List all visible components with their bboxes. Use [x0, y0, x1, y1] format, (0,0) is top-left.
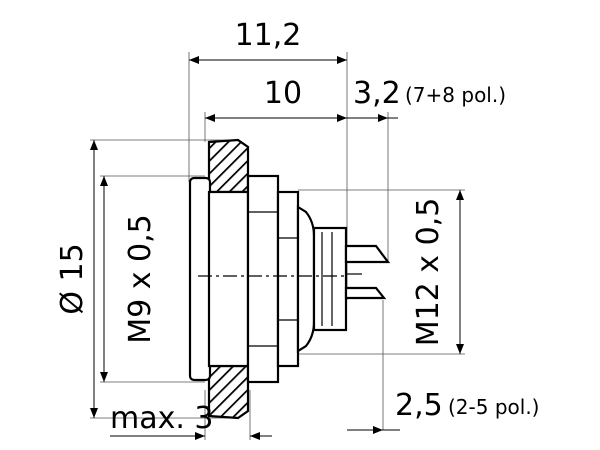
pin-length-a-label: 3,2 [353, 76, 401, 111]
body-length-label: 10 [264, 76, 302, 111]
front-ring [188, 176, 212, 382]
pin-lower [344, 286, 387, 300]
diameter-label: Ø 15 [55, 243, 90, 314]
pin-length-b-label: 2,5 [395, 388, 443, 423]
front-flange-upper [207, 138, 250, 194]
pin-upper [344, 244, 391, 264]
pin-length-a-note: (7+8 pol.) [405, 83, 506, 107]
pin-length-b-note: (2-5 pol.) [448, 395, 539, 419]
insulator [312, 226, 348, 332]
rear-shoulder [296, 205, 316, 353]
extension-lines [90, 52, 465, 440]
overall-length-label: 11,2 [235, 18, 302, 53]
thread-rear-label: M12 x 0,5 [411, 198, 446, 347]
connector-body [188, 138, 391, 420]
rear-housing [276, 190, 300, 368]
hex-nut [246, 174, 280, 384]
panel-thickness-label: max. 3 [110, 401, 214, 436]
flange-core [207, 190, 250, 368]
front-flange-lower [207, 364, 250, 420]
thread-front-label: M9 x 0,5 [123, 214, 158, 344]
dimension-labels: 11,2 10 3,2 (7+8 pol.) 2,5 (2-5 pol.) ma… [55, 18, 539, 436]
dimension-lines [90, 56, 464, 440]
